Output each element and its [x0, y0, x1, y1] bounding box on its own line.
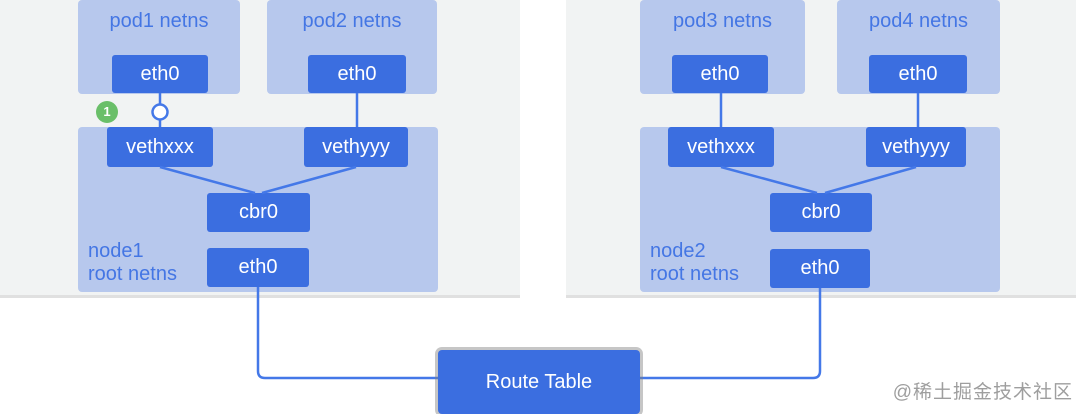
node1-label-line2: root netns — [88, 263, 177, 285]
node2-vethyyy-box: vethyyy — [866, 127, 966, 167]
node1-root-netns-label: node1 root netns — [88, 240, 177, 286]
node1-cbr0-box: cbr0 — [207, 193, 310, 232]
pod1-netns-label: pod1 netns — [109, 10, 209, 32]
step-1-badge: 1 — [96, 101, 118, 123]
node2-vethxxx-box: vethxxx — [668, 127, 774, 167]
pod4-netns-label: pod4 netns — [869, 10, 968, 32]
node2-card: pod3 netns pod4 netns node2 root netns e… — [566, 0, 1076, 295]
node1-vethxxx-box: vethxxx — [107, 127, 213, 167]
pod4-netns-box: pod4 netns — [837, 0, 1000, 94]
pod1-eth0-box: eth0 — [112, 55, 208, 93]
pod3-netns-label: pod3 netns — [673, 10, 772, 32]
node2-label-line2: root netns — [650, 263, 739, 285]
pod2-eth0-box: eth0 — [308, 55, 406, 93]
node2-cbr0-box: cbr0 — [770, 193, 872, 232]
node2-label-line1: node2 — [650, 240, 706, 262]
node2-root-netns-label: node2 root netns — [650, 240, 739, 286]
pod4-eth0-box: eth0 — [869, 55, 967, 93]
node1-vethyyy-box: vethyyy — [304, 127, 408, 167]
node1-eth0-box: eth0 — [207, 248, 309, 287]
watermark-text: @稀土掘金技术社区 — [892, 382, 1073, 403]
node1-label-line1: node1 — [88, 240, 144, 262]
pod3-eth0-box: eth0 — [672, 55, 768, 93]
node2-eth0-box: eth0 — [770, 249, 870, 288]
node1-eth0-to-route-table-line — [256, 287, 438, 380]
pod2-netns-label: pod2 netns — [302, 10, 402, 32]
node1-card: pod1 netns pod2 netns node1 root netns e… — [0, 0, 520, 295]
node2-eth0-to-route-table-line — [640, 288, 822, 380]
route-table-box: Route Table — [438, 350, 640, 414]
